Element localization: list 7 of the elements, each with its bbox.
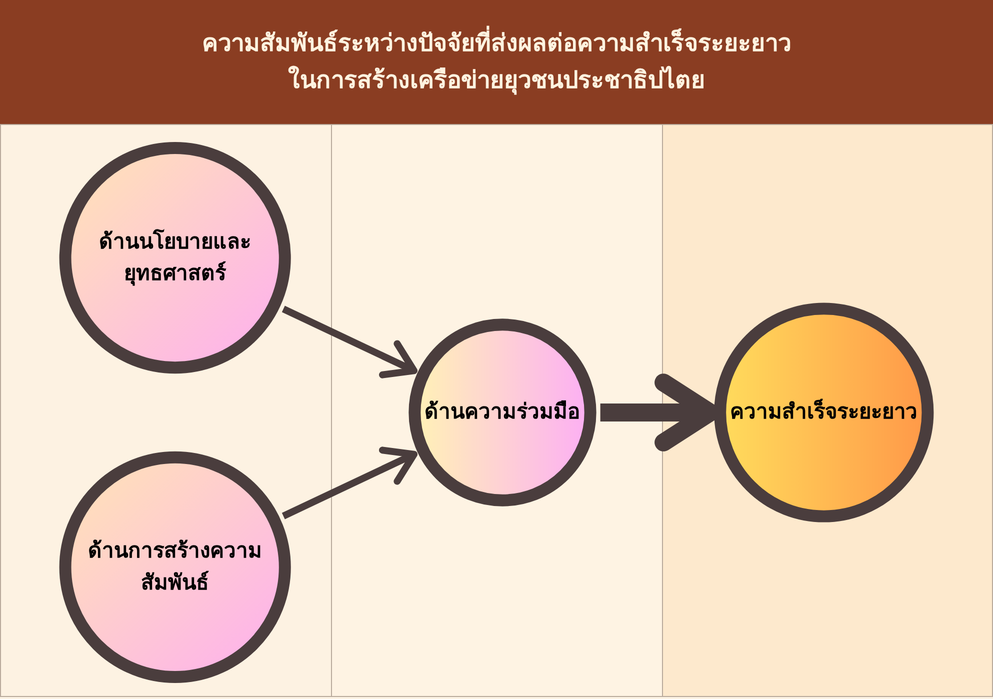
- arrow: [282, 306, 418, 378]
- factor-circle: ด้านนโยบายและยุทธศาสตร์: [59, 142, 291, 374]
- arrow: [282, 446, 418, 520]
- factor-circle: ด้านการสร้างความสัมพันธ์: [59, 451, 291, 683]
- diagram-title: ความสัมพันธ์ระหว่างปัจจัยที่ส่งผลต่อความสำเร็จระยะยาวในการสร้างเครือข่ายยุวชนประชาธิปไตย: [194, 24, 799, 100]
- factor-circle: ความสำเร็จระยะยาว: [714, 302, 934, 522]
- factor-circle: ด้านความร่วมมือ: [408, 318, 596, 506]
